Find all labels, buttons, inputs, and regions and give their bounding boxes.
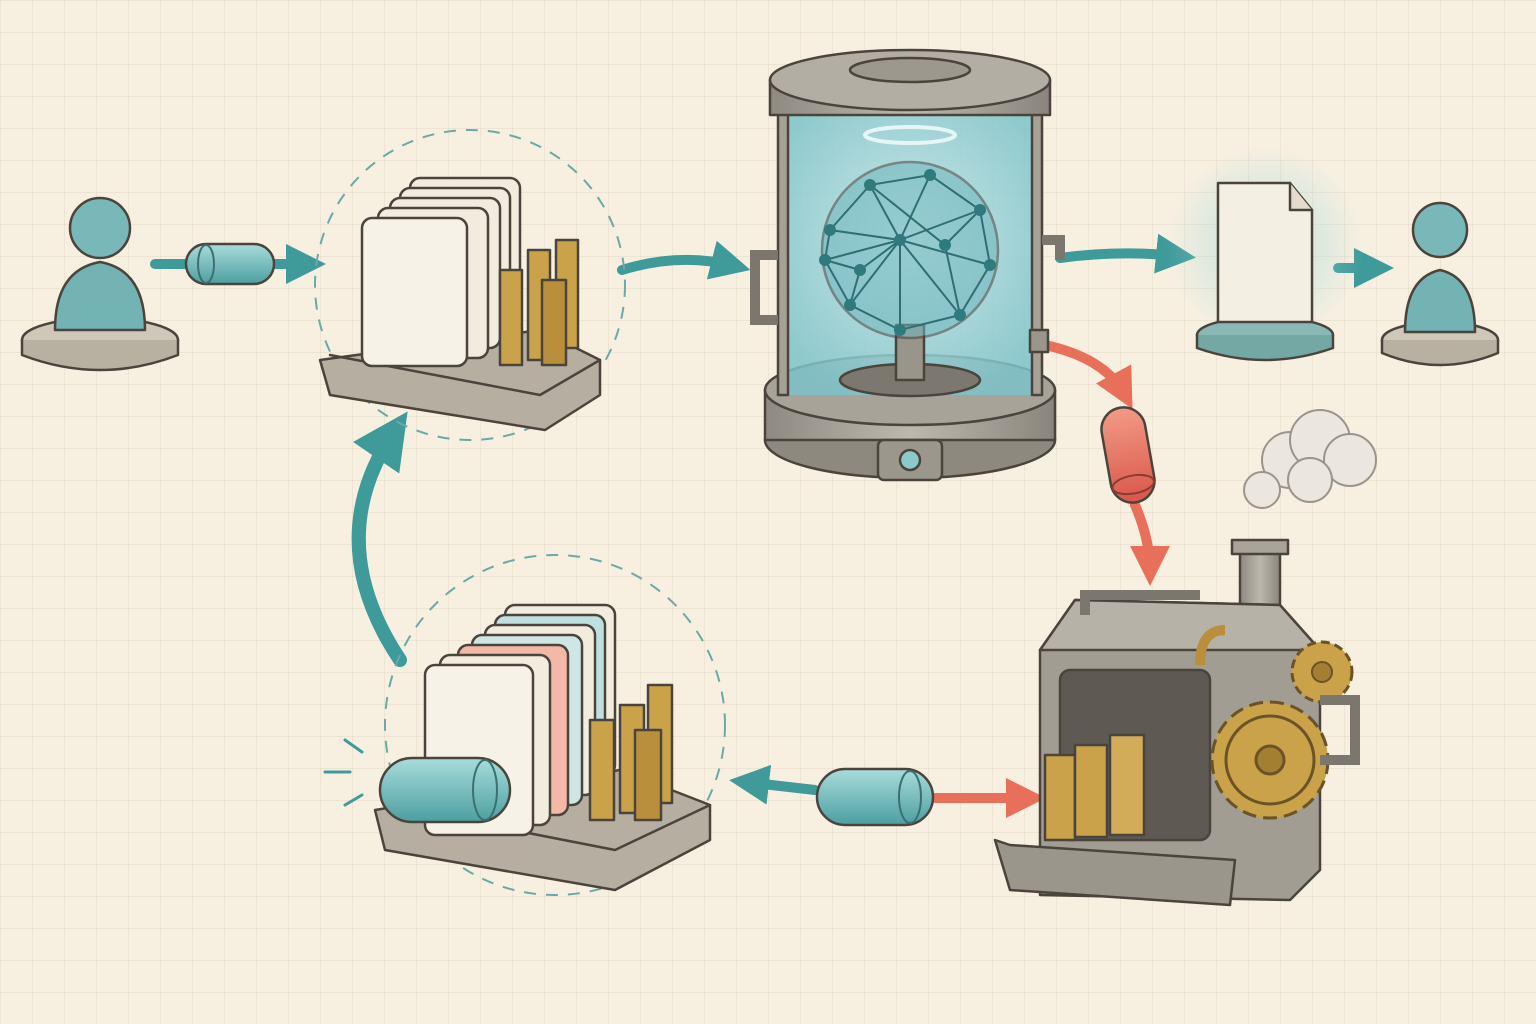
spark-lines (323, 738, 364, 807)
arrow-coral-capsule-to-machine (1129, 500, 1170, 586)
steam-machine-node (993, 409, 1377, 907)
arrow-chamber-to-document (1055, 233, 1196, 274)
small-gear-icon (1290, 640, 1354, 704)
arrow-chamber-to-coral-capsule (1040, 340, 1133, 410)
coral-capsule-icon (1100, 406, 1156, 504)
arrow-rack-to-chamber (617, 240, 751, 280)
teal-capsule-icon (184, 242, 276, 286)
user-in-node (20, 196, 180, 372)
user-figure-icon (1380, 201, 1500, 367)
neural-chamber-node (750, 48, 1065, 482)
document-icon (1195, 181, 1335, 362)
steam-gear-machine-icon (993, 409, 1377, 907)
output-document-node (1165, 145, 1365, 362)
card-rack-icon (318, 176, 602, 432)
user-figure-icon (20, 196, 180, 372)
teal-capsule-icon (378, 756, 512, 824)
steam-cloud (1243, 409, 1377, 509)
user-out-node (1380, 201, 1500, 367)
arrow-updated-rack-to-rack (351, 411, 408, 667)
teal-capsule-icon (815, 767, 935, 827)
arrow-capsule-to-updated-rack (729, 764, 820, 805)
gear-icon (1210, 700, 1330, 820)
card-rack-updated-node (323, 554, 726, 896)
card-rack-node (314, 129, 626, 441)
glass-chamber-network-icon (750, 48, 1065, 482)
card-rack-icon (323, 603, 712, 892)
